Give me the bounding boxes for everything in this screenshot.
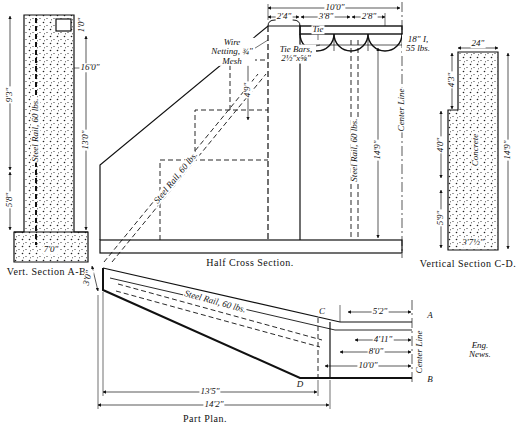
drawing-line (98, 295, 99, 409)
drawing-outline (110, 278, 412, 330)
dimension-label: 13'5" (199, 387, 220, 396)
drawing-line (334, 34, 335, 51)
drawing-line (318, 380, 319, 396)
dimension-label: 9'3" (5, 87, 14, 104)
drawing-outline (100, 26, 300, 240)
drawing-line (268, 4, 269, 20)
dimension-label: 3'8" (318, 12, 335, 21)
dimension-label: 5'9" (436, 210, 445, 227)
drawing-outline (103, 268, 412, 322)
note-label: 18" I, 55 lbs. (402, 35, 434, 54)
drawing-part (116, 284, 322, 347)
note-label: Center Line (397, 88, 406, 133)
drawing-line (104, 74, 258, 262)
drawing-part (300, 26, 402, 34)
dimension-label: 5'8" (5, 192, 14, 209)
dimension-label: B (426, 375, 434, 384)
note-label: Wire Netting, ¾" Mesh (209, 38, 255, 66)
drawing-part (248, 8, 400, 238)
drawing-outline (103, 268, 412, 378)
section-c-d (441, 48, 508, 250)
dimension-label: 4'3" (447, 72, 456, 89)
dimension-label: 13'0" (81, 129, 90, 150)
drawing-line (340, 305, 341, 322)
note-label: Tie Bars, 2½"x⅝" (276, 45, 316, 64)
dimension-label: 14'9" (373, 139, 382, 160)
drawing-part (10, 16, 86, 230)
view-title: Vertical Section C-D. (419, 259, 517, 270)
dimension-label: 5'2" (372, 307, 389, 316)
part-plan (92, 266, 412, 409)
dimension-label: C (318, 307, 326, 316)
drawing-line (318, 318, 319, 378)
view-title: Vert. Section A-B. (6, 267, 90, 278)
drawing-part (92, 266, 411, 405)
drawing-outline (230, 60, 268, 110)
note-label: Steel Rail, 60 lbs. (152, 150, 201, 206)
drawing-line (385, 13, 386, 26)
drawing-part (100, 240, 402, 253)
view-title: Part Plan. (182, 414, 228, 425)
drawing-part (104, 40, 358, 262)
dimension-label: 10'0" (357, 361, 378, 370)
dimension-label: 4'0" (436, 137, 445, 154)
dimension-label: 3'7½" (461, 238, 484, 247)
note-label: Tie (311, 25, 324, 34)
drawing-line (118, 284, 322, 340)
section-a-b (10, 15, 100, 262)
drawing-line (330, 380, 331, 409)
dimension-label: 16'0" (79, 63, 100, 72)
drawing-part (252, 4, 407, 50)
note-label: Concrete (471, 133, 480, 168)
drawing-line (112, 74, 266, 262)
note-label: Eng. News. (462, 341, 498, 360)
note-label: Center Line (415, 330, 424, 375)
dimension-label: A (426, 311, 434, 320)
view-title: Half Cross Section. (205, 258, 295, 269)
dimension-label: 2'8" (361, 12, 378, 21)
drawing-line (14, 231, 88, 232)
note-label: Steel Rail, 60 lbs. (31, 97, 40, 162)
drawing-line (267, 26, 268, 240)
drawing-part (56, 19, 71, 31)
dimension-label: 2'4" (276, 12, 293, 21)
drawing-line (329, 322, 330, 378)
dimension-label: 8'0" (368, 347, 385, 356)
dimension-label: 4'9" (243, 82, 252, 99)
dimension-label: 4'11" (373, 335, 394, 344)
dimension-label: 1'0" (77, 17, 86, 34)
note-label: Steel Rail, 60 lbs. (350, 117, 359, 182)
drawing-line (368, 34, 369, 51)
drawing-part (98, 292, 340, 409)
dimension-label: 7'0" (43, 245, 60, 254)
note-label: Steel Rail, 60 lbs. (182, 289, 247, 315)
drawing-line (412, 300, 413, 384)
drawing-line (318, 34, 319, 40)
half-cross-section (100, 2, 407, 262)
dimension-label: D (296, 380, 305, 389)
drawing-outline (195, 110, 268, 160)
dimension-label: 14'2" (203, 400, 224, 409)
drawing-outline (14, 15, 88, 262)
dimension-label: 24" (471, 39, 486, 48)
dimension-label: 14'9" (503, 139, 512, 160)
drawing-part (441, 48, 508, 249)
drawing-line (103, 292, 104, 396)
drawing-outline (448, 52, 498, 250)
dimension-label: 3'0" (81, 269, 94, 288)
